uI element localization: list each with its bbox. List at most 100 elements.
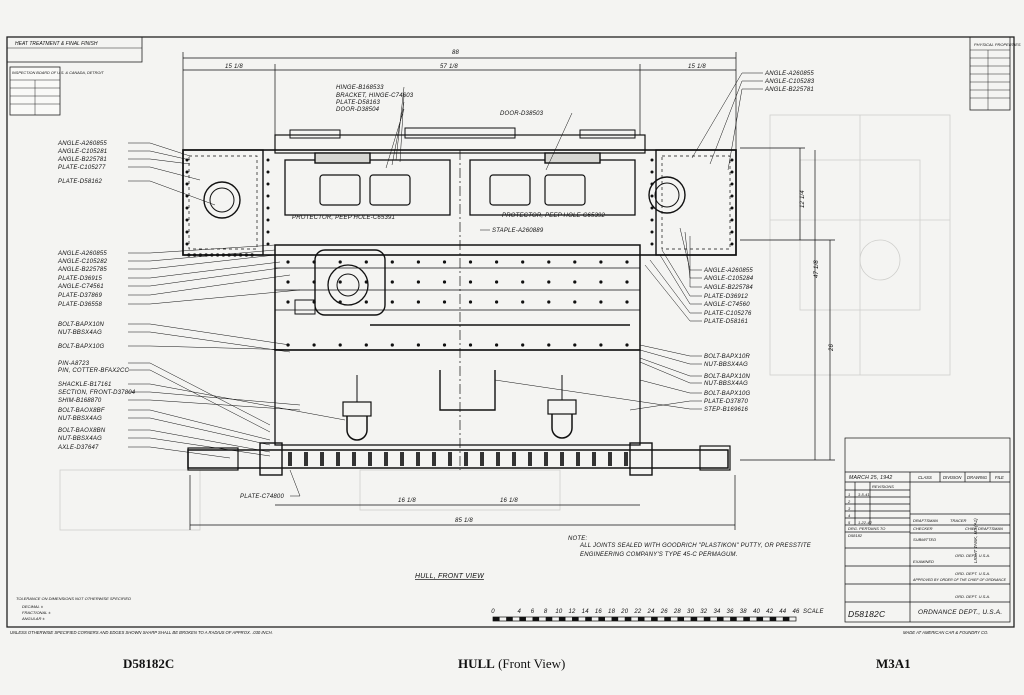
made-at: MADE AT AMERICAN CAR & FOUNDRY CO. bbox=[903, 630, 988, 635]
title-file: FILE bbox=[995, 475, 1004, 480]
tolerance-note: TOLERANCE ON DIMENSIONS NOT OTHERWISE SP… bbox=[16, 596, 131, 601]
dim-bottom-total: 85 1/8 bbox=[455, 518, 473, 524]
title-drawing-no: D58182C bbox=[848, 609, 886, 619]
callout-left-10: PLATE-D37869 bbox=[58, 293, 102, 299]
callout-right-4: ANGLE-C74560 bbox=[703, 302, 750, 308]
callout-left-12: BOLT-BAPX10N bbox=[58, 322, 105, 328]
callout-left-17: SHACKLE-B17161 bbox=[58, 382, 112, 388]
callout-left-5: ANGLE-A260855 bbox=[57, 251, 107, 257]
title-ord-dept-3: ORD. DEPT. U.S.A. bbox=[955, 594, 990, 599]
callout-right-9: BOLT-BAPX10N bbox=[704, 374, 751, 380]
physical-properties-label: PHYSICAL PROPERTIES bbox=[974, 42, 1021, 47]
scale-tick-5: 12 bbox=[568, 609, 576, 615]
left-peep-protector bbox=[319, 174, 361, 206]
callout-left-1: ANGLE-C105281 bbox=[57, 149, 107, 155]
dim-bottom-left: 16 1/8 bbox=[398, 498, 416, 504]
dim-top-center: 57 1/8 bbox=[440, 64, 458, 70]
tolerance-fractional: FRACTIONAL ± bbox=[22, 610, 51, 615]
scale-tick-9: 20 bbox=[620, 609, 629, 615]
callout-left-6: ANGLE-C105282 bbox=[57, 259, 108, 265]
tolerance-decimal: DECIMAL ± bbox=[22, 604, 44, 609]
callout-top-2: PLATE-D58163 bbox=[336, 100, 380, 106]
title-submitted: SUBMITTED bbox=[913, 537, 936, 542]
view-title: HULL, FRONT VIEW bbox=[415, 573, 485, 580]
callout-left-8: PLATE-D36915 bbox=[58, 276, 102, 282]
right-sponson bbox=[655, 149, 737, 256]
scale-tick-14: 30 bbox=[687, 609, 695, 615]
right-shackle bbox=[547, 375, 577, 439]
callout-left-2: ANGLE-B225781 bbox=[57, 157, 107, 163]
rev-number-4: 5 bbox=[848, 520, 851, 525]
title-block bbox=[844, 437, 1011, 623]
scale-label: SCALE bbox=[803, 609, 824, 615]
title-checker: CHECKER bbox=[913, 526, 933, 531]
engineering-drawing: HEAT TREATMENT & FINAL FINISH INSPECTION… bbox=[6, 36, 1021, 635]
note-text-2: ENGINEERING COMPANY'S TYPE 45-C PERMAGUM… bbox=[580, 552, 738, 558]
right-door bbox=[469, 159, 636, 216]
callout-right-13: STEP-B169616 bbox=[704, 407, 749, 413]
callout-left-13: NUT-BBSX4AG bbox=[58, 330, 102, 336]
drawing-border bbox=[6, 36, 1015, 628]
scale-tick-4: 10 bbox=[555, 609, 563, 615]
callout-right-3: PLATE-D36912 bbox=[704, 294, 748, 300]
rev-number-0: 1 bbox=[848, 492, 850, 497]
callout-right-0: ANGLE-A260855 bbox=[703, 268, 753, 274]
title-ordnance: ORDNANCE DEPT., U.S.A. bbox=[918, 609, 1002, 616]
callout-left-4: PLATE-D58162 bbox=[58, 179, 102, 185]
callout-left-24: AXLE-D37647 bbox=[57, 445, 99, 451]
right-peep-hole bbox=[648, 176, 686, 214]
rev-date-0: 3-5-41 bbox=[858, 492, 870, 497]
title-drawing: DRAWING bbox=[967, 475, 988, 480]
scale-tick-8: 18 bbox=[608, 609, 616, 615]
upper-hull-outline bbox=[182, 149, 737, 256]
callout-left-11: PLATE-D36558 bbox=[58, 302, 102, 308]
callouts-left: ANGLE-A260855 ANGLE-C105281ANGLE-B225781P… bbox=[57, 141, 346, 500]
scale-tick-21: 44 bbox=[779, 609, 787, 615]
callout-right-5: PLATE-C105276 bbox=[704, 311, 752, 317]
title-pertains-no: D58182 bbox=[848, 533, 863, 538]
dim-overall-width: 88 bbox=[452, 50, 460, 56]
rev-date-4: 1-22-42 bbox=[858, 520, 873, 525]
callout-left-3: PLATE-C105277 bbox=[58, 165, 106, 171]
peep-protector-right-label: PROTECTOR, PEEP HOLE-C65392 bbox=[502, 213, 606, 219]
caption-model: M3A1 bbox=[876, 656, 911, 671]
scale-tick-1: 4 bbox=[518, 609, 522, 615]
dim-top-left: 15 1/8 bbox=[225, 64, 243, 70]
dim-bottom-right: 16 1/8 bbox=[500, 498, 518, 504]
callout-top-right-2: ANGLE-B225781 bbox=[764, 87, 814, 93]
dim-right-3: 26 bbox=[829, 343, 835, 352]
title-tracer: TRACER bbox=[950, 518, 967, 523]
callout-top-1: BRACKET, HINGE-C74603 bbox=[336, 93, 414, 99]
rev-number-1: 2 bbox=[847, 499, 851, 504]
inspection-stamp: INSPECTION BOARD OF U.S. & CANADA, DETRO… bbox=[9, 66, 104, 116]
dim-right-2: 47 1/8 bbox=[814, 260, 820, 278]
callout-top-right-1: ANGLE-C105283 bbox=[764, 79, 815, 85]
corner-note: UNLESS OTHERWISE SPECIFIED CORNERS AND E… bbox=[10, 630, 273, 635]
title-class: CLASS bbox=[918, 475, 932, 480]
title-ord-dept-1: ORD. DEPT. U.S.A. bbox=[955, 553, 990, 558]
callout-right-7: BOLT-BAPX10R bbox=[704, 354, 751, 360]
hull-front-view bbox=[182, 127, 737, 476]
right-peep-protector bbox=[489, 174, 531, 206]
left-shackle bbox=[342, 375, 372, 441]
title-ord-dept-2: ORD. DEPT. U.S.A. bbox=[955, 571, 990, 576]
callout-left-16: PIN, COTTER-BFAX2CC bbox=[58, 368, 129, 374]
callout-left-19: SHIM-B168870 bbox=[58, 398, 102, 404]
front-section bbox=[274, 349, 641, 446]
callout-left-25: PLATE-C74800 bbox=[240, 494, 284, 500]
ghost-drawings bbox=[59, 114, 951, 531]
caption-right: M3A1 bbox=[876, 656, 911, 672]
callout-left-9: ANGLE-C74561 bbox=[57, 284, 104, 290]
title-side-text: LIGHT TANK, M3 (A1) bbox=[973, 518, 978, 563]
scale-tick-0: 0 bbox=[491, 609, 495, 615]
heat-treatment-box bbox=[6, 36, 143, 63]
peep-protector-left-label: PROTECTOR, PEEP HOLE-C65391 bbox=[292, 215, 395, 221]
dim-top-right: 15 1/8 bbox=[688, 64, 706, 70]
scale-tick-16: 34 bbox=[713, 609, 721, 615]
caption-title-rest: (Front View) bbox=[498, 656, 566, 671]
callout-left-22: BOLT-BAOX8BN bbox=[58, 428, 106, 434]
scale-tick-12: 26 bbox=[660, 609, 669, 615]
title-draftsman: DRAFTSMAN bbox=[913, 518, 938, 523]
